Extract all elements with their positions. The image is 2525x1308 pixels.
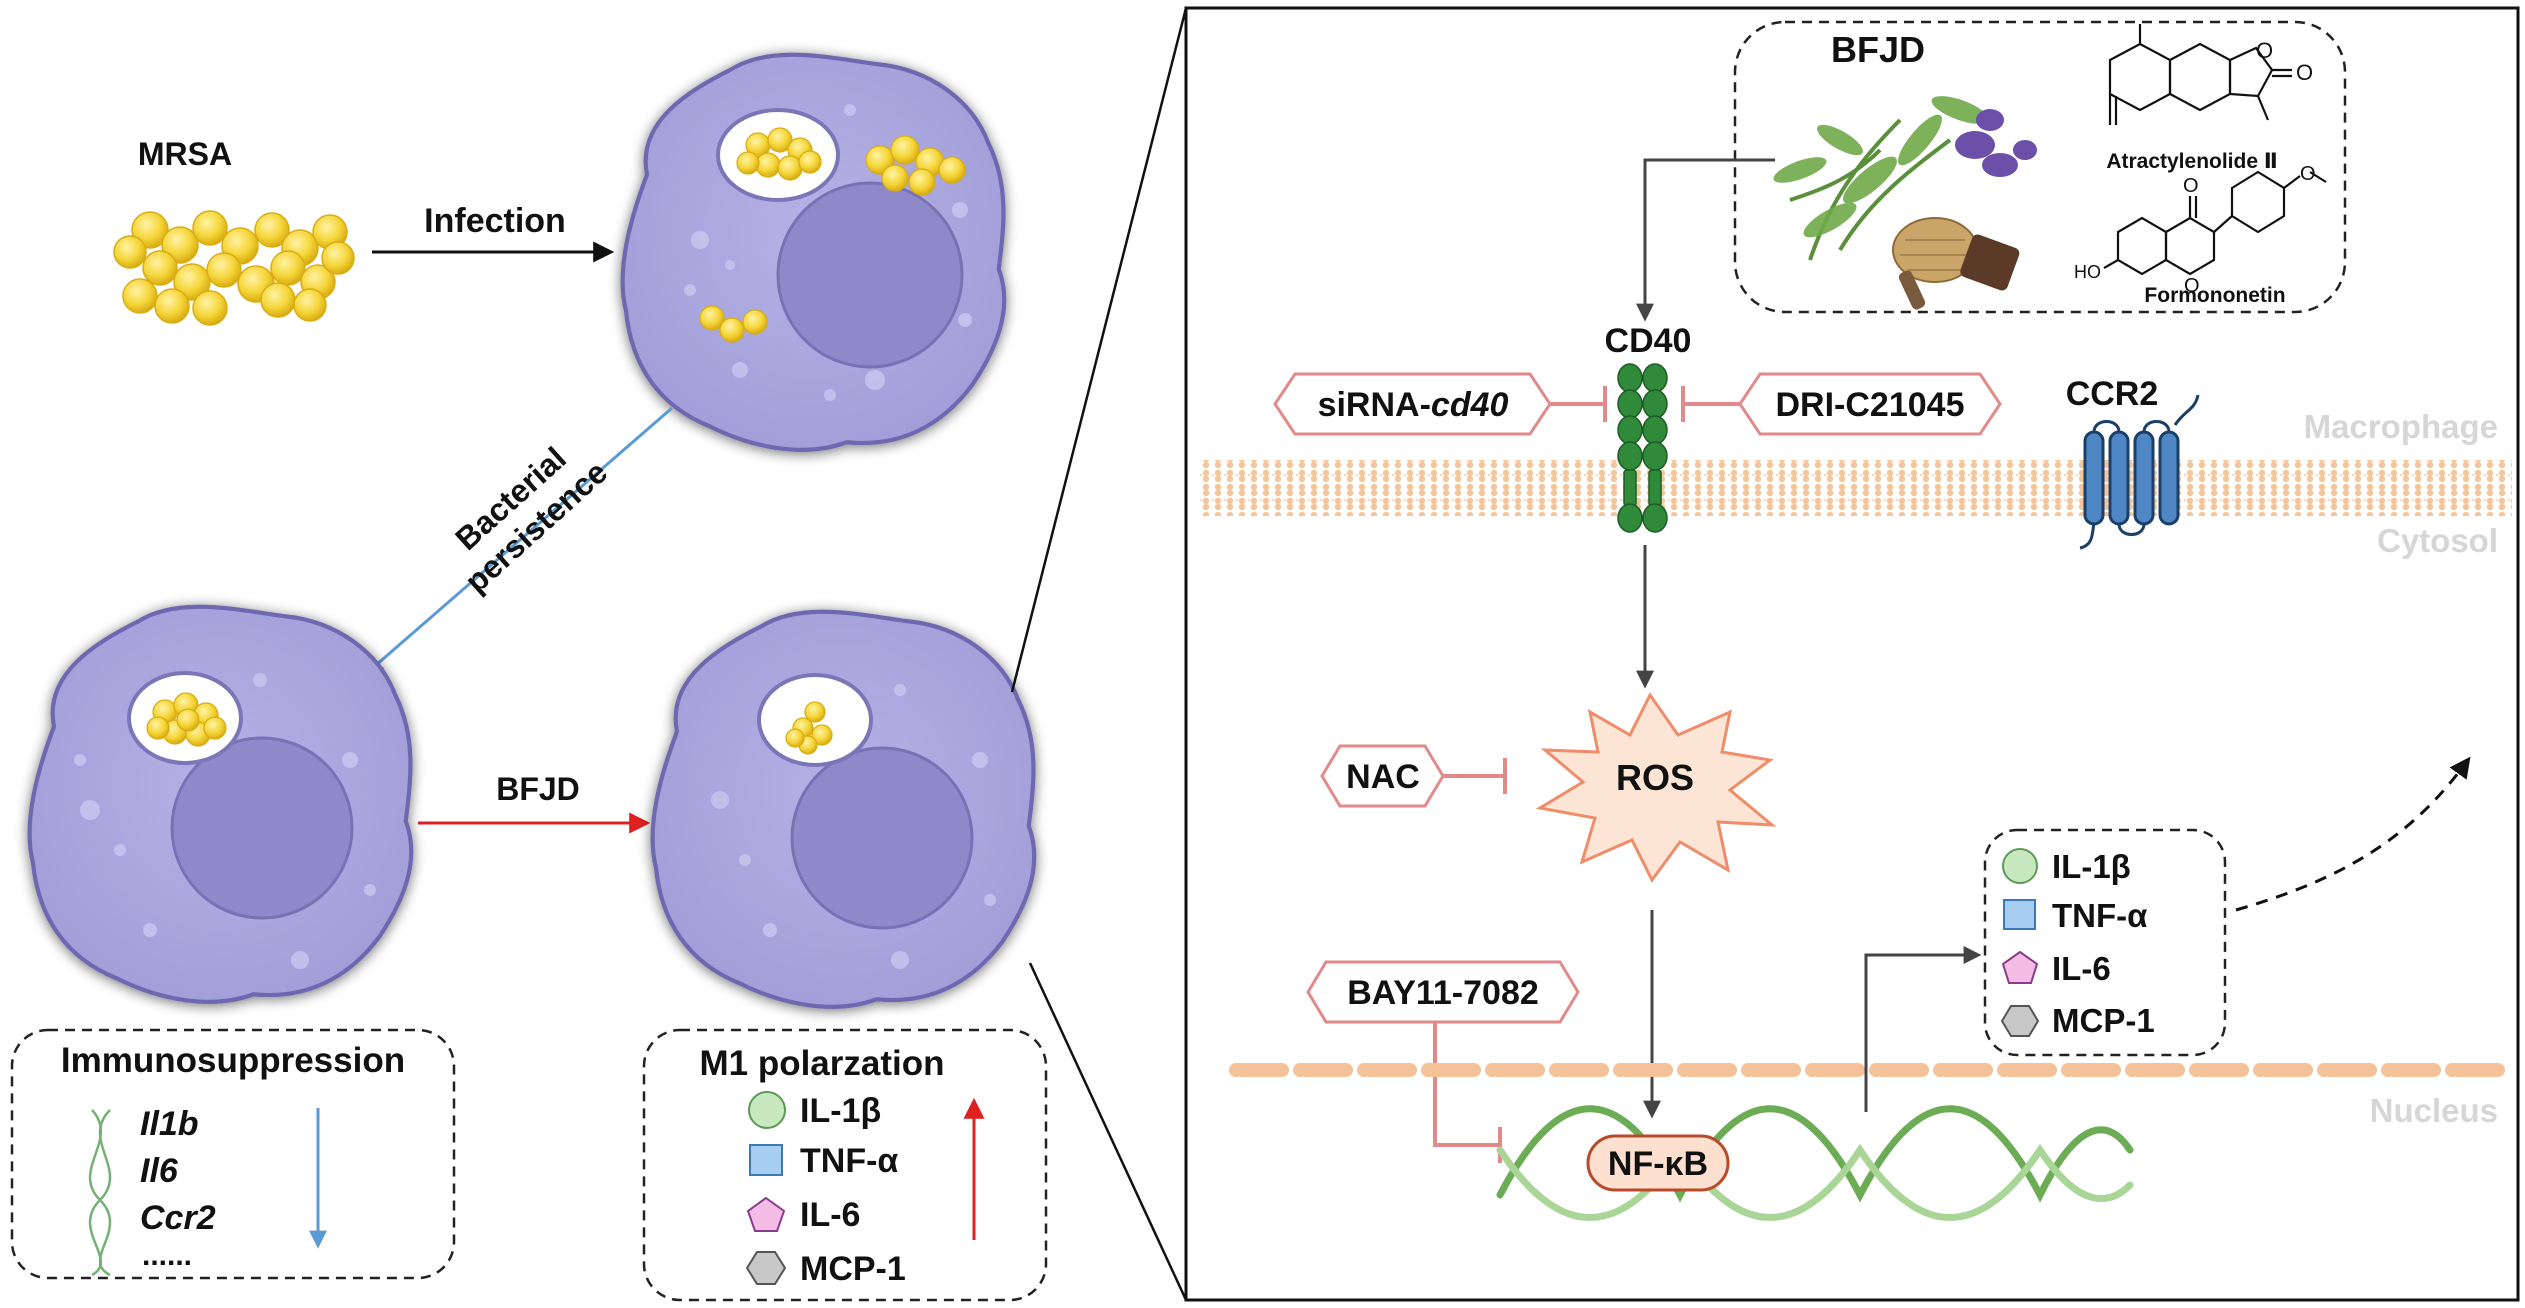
cytokine-tnfa: TNF-α xyxy=(2052,897,2147,934)
ccr2-receptor xyxy=(2079,394,2200,550)
m1-item-il1b: IL-1β xyxy=(800,1092,881,1130)
pentagon-icon xyxy=(746,1196,786,1232)
cytokine-pentagon-icon xyxy=(2001,950,2039,984)
m1-item-il6: IL-6 xyxy=(800,1196,860,1234)
atractylenolide-structure xyxy=(2108,24,2292,125)
cytokine-hexagon-icon xyxy=(2000,1005,2040,1037)
dri-inhibition-bar xyxy=(1681,386,1740,422)
persistent-macrophage-details xyxy=(74,671,376,969)
nfkb-to-cytokines-arrow xyxy=(1864,946,1982,1112)
formononetin-o-carbonyl: O xyxy=(2183,175,2199,197)
atractylenolide-o1: O xyxy=(2256,38,2273,63)
mechanism-panel xyxy=(1184,6,2520,1302)
circle-icon xyxy=(748,1091,786,1129)
formononetin-o-methoxy: O xyxy=(2300,163,2316,185)
zoom-line-bottom xyxy=(1028,962,1188,1301)
macrophage-label: Macrophage xyxy=(2304,408,2498,445)
infected-macrophage-details xyxy=(684,104,972,401)
dri-label: DRI-C21045 xyxy=(1776,386,1965,424)
bfjd-arrow-label: BFJD xyxy=(496,771,580,807)
atractylenolide-o2: O xyxy=(2296,60,2313,85)
square-icon xyxy=(749,1144,783,1176)
compound1-label: Atractylenolide Ⅱ xyxy=(2106,150,2277,173)
dna-strand-icon xyxy=(88,1109,112,1277)
m1-item-tnfa: TNF-α xyxy=(800,1142,898,1180)
bfjd-herbal-box xyxy=(1733,20,2347,314)
m1-title: M1 polarzation xyxy=(699,1044,944,1083)
cd40-label: CD40 xyxy=(1605,322,1692,360)
zoom-line-top xyxy=(1010,7,1188,693)
infection-label: Infection xyxy=(424,202,566,240)
cd40-receptor xyxy=(1617,363,1668,533)
nac-inhibition-bar xyxy=(1443,758,1507,794)
sirna-inhibition-bar xyxy=(1550,386,1607,422)
compound2-label: Formononetin xyxy=(2144,284,2285,307)
m1-item-mcp1: MCP-1 xyxy=(800,1250,906,1288)
dri-box xyxy=(1738,372,2002,436)
formononetin-ho: HO xyxy=(2074,262,2101,282)
m1-polarization-box xyxy=(642,1028,1048,1302)
nfkb-box xyxy=(1586,1134,1730,1192)
bay-label: BAY11-7082 xyxy=(1347,974,1539,1012)
cytokine-box xyxy=(1983,828,2227,1057)
mrsa-bacteria-cluster xyxy=(113,210,355,326)
cytosol-label: Cytosol xyxy=(2377,522,2498,559)
cytokine-il1b: IL-1β xyxy=(2052,848,2131,885)
nac-label: NAC xyxy=(1346,758,1420,796)
plasma-membrane-lipids xyxy=(1200,474,2512,501)
persistence-label: Bacterial persistence xyxy=(448,440,614,600)
formononetin-structure xyxy=(2103,170,2327,276)
sirna-label: siRNA-cd40 xyxy=(1318,386,1509,424)
mrsa-label: MRSA xyxy=(138,136,232,172)
bfjd-title: BFJD xyxy=(1831,29,1925,70)
treated-macrophage-details xyxy=(711,673,996,969)
gene-il1b: Il1b xyxy=(140,1105,199,1143)
ccr2-label: CCR2 xyxy=(2066,375,2159,413)
cytokine-il6: IL-6 xyxy=(2052,950,2111,987)
gene-il6: Il6 xyxy=(140,1152,179,1190)
cytokine-circle-icon xyxy=(2002,848,2038,884)
cytokine-mcp1: MCP-1 xyxy=(2052,1002,2155,1039)
nfkb-label: NF-κB xyxy=(1608,1145,1708,1183)
nucleus-label: Nucleus xyxy=(2370,1092,2498,1129)
immunosuppression-title: Immunosuppression xyxy=(61,1041,405,1080)
immunosuppression-box xyxy=(10,1028,456,1280)
formononetin-o-ring: O xyxy=(2184,275,2200,297)
cytokine-square-icon xyxy=(2003,899,2036,930)
plasma-membrane xyxy=(1200,460,2512,516)
hexagon-icon xyxy=(745,1251,787,1285)
herb-illustration xyxy=(1773,96,2037,310)
gene-ccr2: Ccr2 xyxy=(140,1199,216,1237)
gene-ellipsis: ...... xyxy=(142,1239,192,1272)
dna-helix xyxy=(1496,1105,2134,1221)
bfjd-to-cd40-arrow xyxy=(1636,158,1775,322)
bay-box xyxy=(1306,960,1580,1024)
ros-label: ROS xyxy=(1616,757,1694,798)
ros-burst xyxy=(1535,692,1777,883)
persistence-arrow xyxy=(365,406,673,675)
